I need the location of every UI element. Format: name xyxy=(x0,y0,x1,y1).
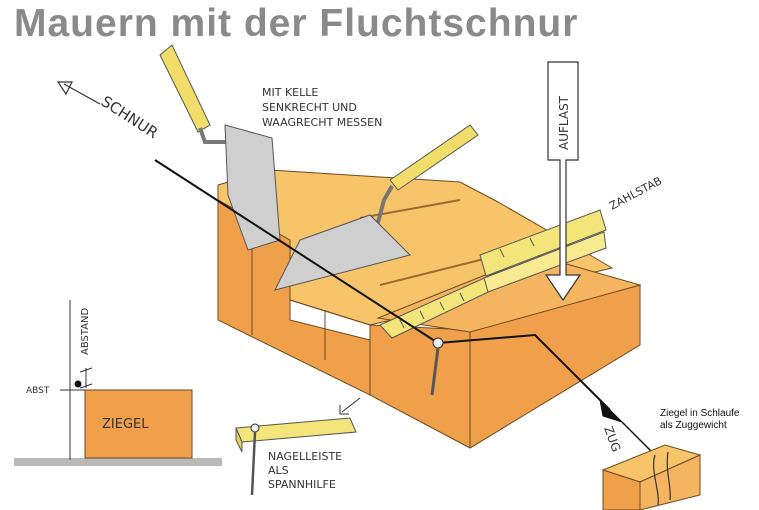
page-title: Mauern mit der Fluchtschnur xyxy=(14,2,579,45)
note-line-2: als Zuggewicht xyxy=(660,420,727,431)
label-nagelleiste-3: SPANNHILFE xyxy=(268,478,336,491)
arrow-down-right-icon xyxy=(599,398,623,423)
trowel-horizontal xyxy=(274,124,479,291)
hanging-brick xyxy=(601,444,702,510)
label-kelle-2: SENKRECHT UND xyxy=(262,101,357,114)
folding-ruler xyxy=(379,209,607,339)
label-abstand: ABSTAND xyxy=(80,307,91,355)
label-zug: ZUG xyxy=(601,424,623,454)
label-nagelleiste-2: ALS xyxy=(268,464,289,477)
label-zahlstab: ZAHLSTAB xyxy=(607,174,664,212)
label-abst: ABST xyxy=(26,386,50,396)
label-auflast: AUFLAST xyxy=(557,95,571,150)
detail-abstand xyxy=(14,300,222,466)
label-schnur: SCHNUR xyxy=(98,92,161,142)
label-ziegel: ZIEGEL xyxy=(102,417,149,432)
string-line xyxy=(154,159,656,456)
label-nagelleiste-1: NAGELLEISTE xyxy=(268,450,342,463)
trowel-vertical xyxy=(159,44,281,251)
label-kelle-1: MIT KELLE xyxy=(262,86,318,99)
label-kelle-3: WAAGRECHT MESSEN xyxy=(262,116,382,129)
detail-nagelleiste xyxy=(235,397,361,496)
nail-icon xyxy=(430,337,444,396)
arrow-left-icon xyxy=(56,81,101,105)
arrow-down-icon xyxy=(544,61,582,302)
note-line-1: Ziegel in Schlaufe xyxy=(660,408,740,419)
